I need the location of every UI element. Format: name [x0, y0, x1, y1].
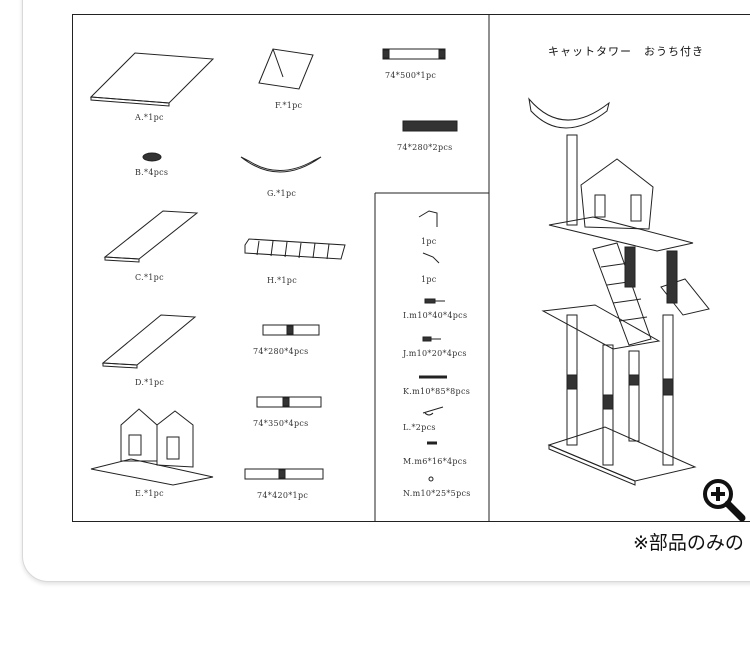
- diagram-title: キャットタワー おうち付き: [548, 45, 704, 58]
- hardware-label-n: N.m10*25*5pcs: [403, 489, 471, 498]
- part-label-a: A.*1pc: [135, 113, 164, 122]
- part-label-b: B.*4pcs: [135, 168, 169, 177]
- hardware-label-tool2: 1pc: [421, 275, 437, 284]
- part-label-c: C.*1pc: [135, 273, 164, 282]
- hardware-label-l: L.*2pcs: [403, 423, 436, 432]
- part-label-280x2: 74*280*2pcs: [397, 143, 453, 152]
- hardware-label-k: K.m10*85*8pcs: [403, 387, 471, 396]
- part-label-500x1: 74*500*1pc: [385, 71, 437, 80]
- hardware-label-i: I.m10*40*4pcs: [403, 311, 468, 320]
- hardware-label-m: M.m6*16*4pcs: [403, 457, 467, 466]
- part-label-h: H.*1pc: [267, 276, 298, 285]
- hardware-label-j: J.m10*20*4pcs: [403, 349, 467, 358]
- part-label-e: E.*1pc: [135, 489, 164, 498]
- part-label-g: G.*1pc: [267, 189, 297, 198]
- hardware-label-tool1: 1pc: [421, 237, 437, 246]
- part-label-280x4: 74*280*4pcs: [253, 347, 309, 356]
- part-label-d: D.*1pc: [135, 378, 165, 387]
- parts-diagram-sheet: キャットタワー おうち付き A.*1pc F.*1pc 74*500*1pc 7…: [72, 14, 750, 522]
- part-label-420x1: 74*420*1pc: [257, 491, 309, 500]
- zoom-in-icon[interactable]: [700, 476, 746, 522]
- part-label-350x4: 74*350*4pcs: [253, 419, 309, 428]
- part-label-f: F.*1pc: [275, 101, 303, 110]
- parts-line-art: [89, 15, 710, 521]
- parts-only-note: ※部品のみの: [633, 532, 744, 554]
